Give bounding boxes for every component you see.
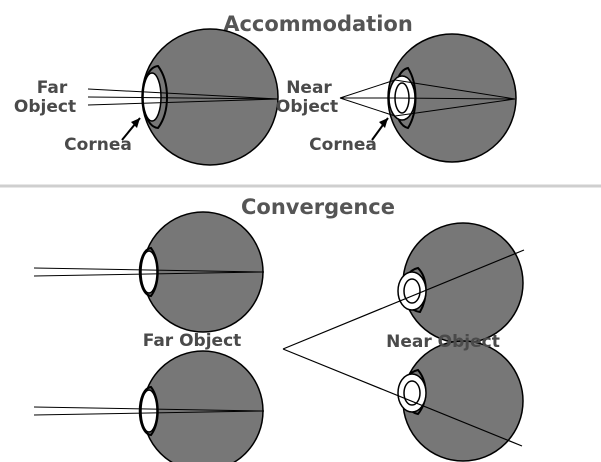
light-ray [87,96,279,100]
convergence-near-eye-top [397,222,524,344]
lens-shape [140,250,158,294]
light-ray [87,88,279,100]
convergence-title: Convergence [241,195,395,219]
lens-shape [142,72,162,122]
cornea-label-left: Cornea [64,135,132,155]
convergence-ray-top [282,249,525,350]
accommodation-near-eye [339,33,517,163]
convergence-near-label: Near Object [386,332,500,352]
convergence-far-label: Far Object [143,331,242,351]
arrowhead-icon [379,118,388,128]
eyeball-shape [142,350,264,462]
convergence-ray-bottom [282,348,523,447]
light-ray [394,98,516,117]
light-ray [33,271,265,277]
light-ray [394,97,516,100]
light-ray [339,79,396,99]
convergence-far-eye-top [33,211,265,333]
near-object-label-1: Near [286,78,332,98]
light-ray [33,406,265,412]
lens-inner-shape [403,380,421,406]
cornea-label-right: Cornea [309,135,377,155]
lens-shape [140,389,158,433]
light-ray [33,267,265,273]
light-ray [87,98,279,106]
lens-inner-shape [403,278,421,304]
accommodation-far-eye [87,28,279,166]
convergence-far-eye-bottom [33,350,265,462]
light-ray [33,410,265,416]
accommodation-title: Accommodation [223,12,413,36]
light-ray [339,97,396,117]
convergence-near-eye-bottom [397,340,524,462]
far-object-label-2: Object [14,97,76,117]
arrowhead-icon [131,118,140,128]
near-object-label-2: Object [276,97,338,117]
light-ray [394,79,516,100]
far-object-label-1: Far [37,78,68,98]
